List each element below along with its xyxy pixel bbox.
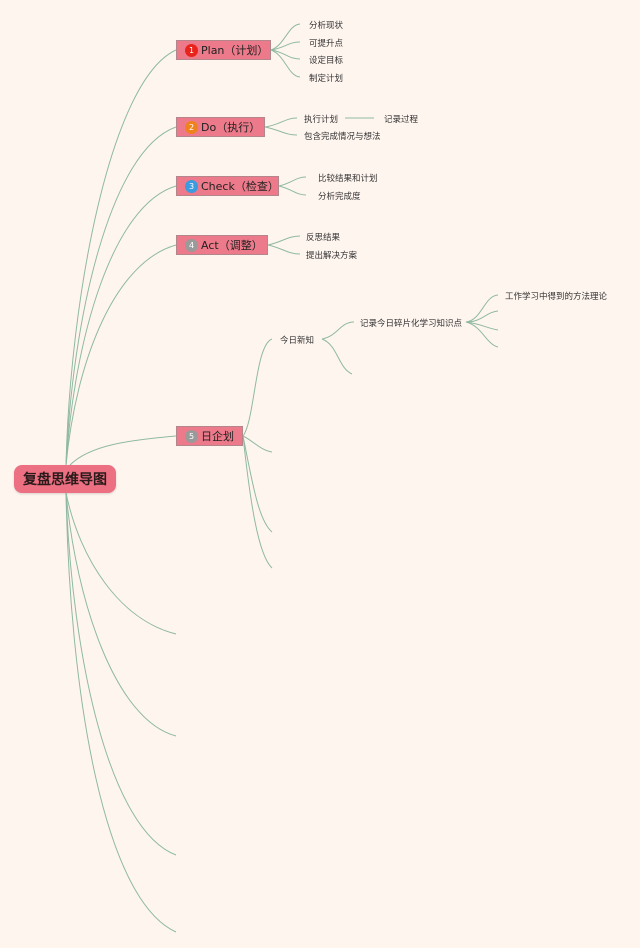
link-jl-c1 xyxy=(465,294,499,323)
do-child-1[interactable]: 执行计划 xyxy=(304,115,339,125)
link-rqh-c1 xyxy=(242,338,273,437)
link-plan-c3 xyxy=(270,49,301,60)
act-child-1[interactable]: 反思结果 xyxy=(306,233,341,243)
link-act-c2 xyxy=(267,244,301,255)
check-child-1[interactable]: 比较结果和计划 xyxy=(318,174,378,184)
plan-child-1[interactable]: 分析现状 xyxy=(309,21,344,31)
branch-do[interactable]: 2 Do（执行） xyxy=(176,117,265,137)
branch-act-label: Act（调整） xyxy=(201,239,263,252)
link-rqh-c2 xyxy=(242,435,273,453)
plan-child-2[interactable]: 可提升点 xyxy=(309,39,344,49)
branch-plan-label: Plan（计划） xyxy=(201,44,269,57)
do-child-2[interactable]: 包含完成情况与想法 xyxy=(304,132,381,142)
link-jl-c4 xyxy=(465,321,499,348)
link-jl-c3 xyxy=(465,321,499,331)
priority-1-icon: 1 xyxy=(185,43,198,57)
link-root-do xyxy=(65,126,177,466)
link-root-empty-1 xyxy=(65,492,177,635)
root-topic[interactable]: 复盘思维导图 xyxy=(14,465,116,493)
do-grandchild[interactable]: 记录过程 xyxy=(384,115,419,125)
priority-2-icon: 2 xyxy=(185,120,198,134)
link-root-act xyxy=(65,244,177,466)
link-plan-c1 xyxy=(270,23,301,51)
link-jl-c2 xyxy=(465,310,499,323)
plan-child-3[interactable]: 设定目标 xyxy=(309,56,344,66)
link-root-rqh xyxy=(69,435,177,466)
act-child-2[interactable]: 提出解决方案 xyxy=(306,251,358,261)
link-plan-c4 xyxy=(270,49,301,78)
daily-plan-grandchild[interactable]: 记录今日碎片化学习知识点 xyxy=(360,319,463,329)
branch-act[interactable]: 4 Act（调整） xyxy=(176,235,268,255)
daily-plan-child-1[interactable]: 今日新知 xyxy=(280,336,315,346)
root-label: 复盘思维导图 xyxy=(23,472,107,488)
branch-daily-plan[interactable]: 5 日企划 xyxy=(176,426,243,446)
check-child-2[interactable]: 分析完成度 xyxy=(318,192,361,202)
branch-plan[interactable]: 1 Plan（计划） xyxy=(176,40,271,60)
link-rqh-c4 xyxy=(242,435,273,569)
link-root-plan xyxy=(65,49,177,466)
link-rqh-c3 xyxy=(242,435,273,533)
link-root-check xyxy=(65,185,177,466)
link-root-empty-4 xyxy=(65,492,177,933)
link-xz-c1 xyxy=(321,321,355,340)
branch-check-label: Check（检查） xyxy=(201,180,279,193)
branch-do-label: Do（执行） xyxy=(201,121,261,134)
link-do-c2 xyxy=(264,126,298,136)
link-xz-c2 xyxy=(321,338,353,375)
priority-3-icon: 3 xyxy=(185,179,198,193)
branch-daily-plan-label: 日企划 xyxy=(201,430,234,443)
daily-plan-great-grandchild[interactable]: 工作学习中得到的方法理论 xyxy=(505,292,608,302)
link-act-c1 xyxy=(267,235,301,246)
link-plan-c2 xyxy=(270,41,301,51)
priority-4-icon: 4 xyxy=(185,238,198,252)
link-root-empty-2 xyxy=(65,492,177,737)
link-do-c1 xyxy=(264,117,298,128)
link-check-c1 xyxy=(278,176,307,187)
link-root-empty-3 xyxy=(65,492,177,856)
priority-5-icon: 5 xyxy=(185,429,198,443)
plan-child-4[interactable]: 制定计划 xyxy=(309,74,344,84)
link-check-c2 xyxy=(278,185,307,196)
branch-check[interactable]: 3 Check（检查） xyxy=(176,176,279,196)
